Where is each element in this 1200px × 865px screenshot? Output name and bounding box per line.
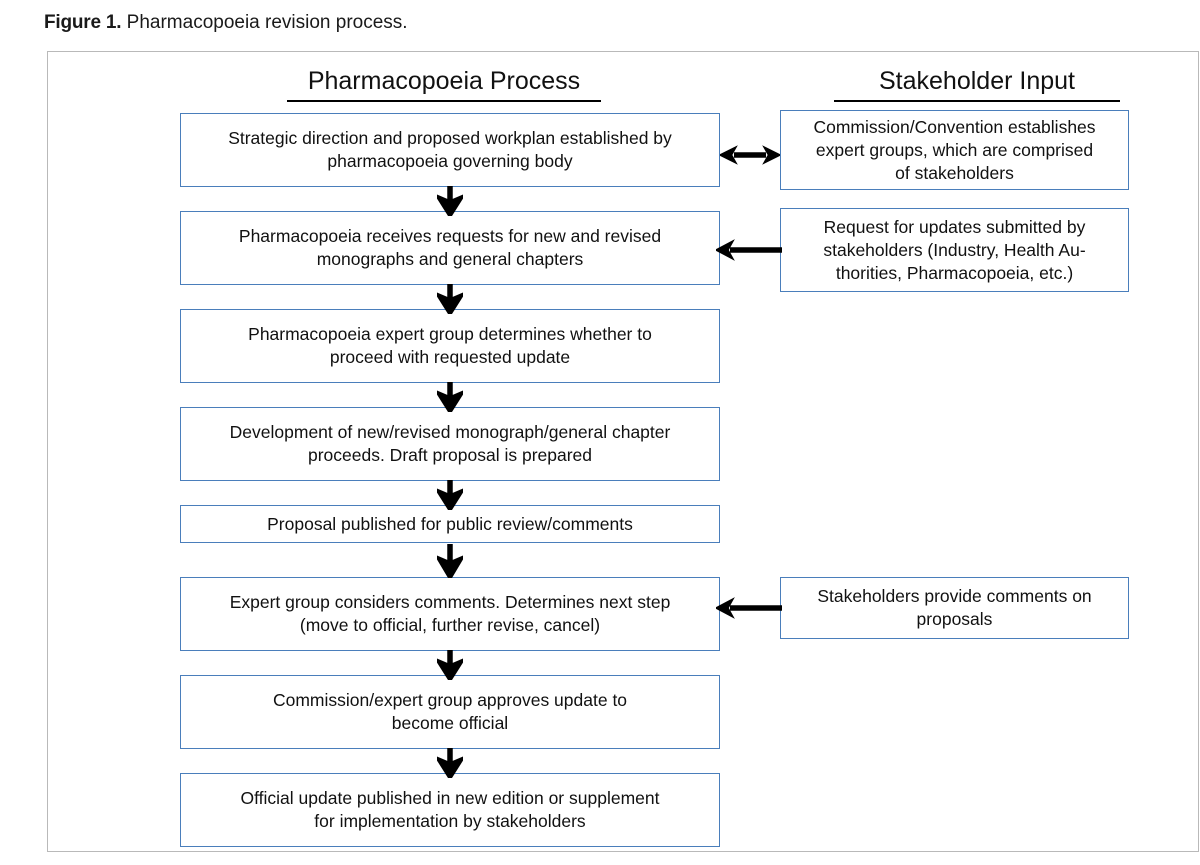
column-header-left-underline: [287, 100, 601, 102]
figure-frame: Pharmacopoeia Process Stakeholder Input …: [47, 51, 1199, 852]
arrow-double-p1-s1: [720, 142, 780, 168]
process-box-8-line1: Official update published in new edition…: [240, 788, 660, 808]
column-header-stakeholder-input: Stakeholder Input: [834, 66, 1120, 102]
arrow-left-s3-p6: [716, 595, 782, 621]
stakeholder-box-1-line3: of stakeholders: [895, 162, 1014, 183]
stakeholder-box-1[interactable]: Commission/Convention establishes expert…: [780, 110, 1129, 190]
process-box-7-line2: become official: [391, 713, 509, 733]
arrow-down-3-to-4: [437, 382, 463, 412]
process-box-6[interactable]: Expert group considers comments. Determi…: [180, 577, 720, 651]
process-box-1[interactable]: Strategic direction and proposed workpla…: [180, 113, 720, 187]
column-header-left-label: Pharmacopoeia Process: [307, 67, 581, 95]
process-box-2[interactable]: Pharmacopoeia receives requests for new …: [180, 211, 720, 285]
process-box-5[interactable]: Proposal published for public review/com…: [180, 505, 720, 543]
process-box-3-line2: proceed with requested update: [329, 347, 571, 367]
stakeholder-box-2-line2: stakeholders (Industry, Health Au-: [823, 239, 1086, 260]
arrow-down-6-to-7: [437, 650, 463, 680]
column-header-right-underline: [834, 100, 1120, 102]
process-box-8-line2: for implementation by stakeholders: [314, 811, 586, 831]
arrow-down-2-to-3: [437, 284, 463, 314]
arrow-down-4-to-5: [437, 480, 463, 510]
process-box-4-line1: Development of new/revised monograph/gen…: [229, 422, 671, 442]
process-box-2-line2: monographs and general chapters: [316, 249, 584, 269]
process-box-4-line2: proceeds. Draft proposal is prepared: [307, 445, 593, 465]
process-box-7[interactable]: Commission/expert group approves update …: [180, 675, 720, 749]
process-box-1-line1: Strategic direction and proposed workpla…: [228, 128, 672, 148]
arrow-down-5-to-6: [437, 544, 463, 578]
stakeholder-box-2-line3: thorities, Pharmacopoeia, etc.): [835, 262, 1074, 283]
process-box-6-line1: Expert group considers comments. Determi…: [229, 592, 671, 612]
figure-caption-label: Figure 1.: [44, 12, 122, 33]
process-box-7-line1: Commission/expert group approves update …: [272, 690, 628, 710]
arrow-left-s2-p2: [716, 237, 782, 263]
stakeholder-box-3[interactable]: Stakeholders provide comments on proposa…: [780, 577, 1129, 639]
stakeholder-box-1-line2: expert groups, which are comprised: [815, 139, 1094, 160]
process-box-6-line2: (move to official, further revise, cance…: [299, 615, 601, 635]
process-box-3[interactable]: Pharmacopoeia expert group determines wh…: [180, 309, 720, 383]
stakeholder-box-2-line1: Request for updates submitted by: [823, 216, 1086, 237]
process-box-2-line1: Pharmacopoeia receives requests for new …: [238, 226, 662, 246]
column-header-right-label: Stakeholder Input: [879, 67, 1075, 95]
arrow-down-1-to-2: [437, 186, 463, 216]
stakeholder-box-3-line2: proposals: [916, 609, 993, 629]
figure-caption-text: Pharmacopoeia revision process.: [121, 12, 408, 33]
process-box-5-line1: Proposal published for public review/com…: [267, 513, 633, 534]
figure-caption: Figure 1. Pharmacopoeia revision process…: [44, 10, 408, 36]
stakeholder-box-1-line1: Commission/Convention establishes: [813, 116, 1096, 137]
column-header-pharmacopoeia-process: Pharmacopoeia Process: [287, 66, 601, 102]
process-box-8[interactable]: Official update published in new edition…: [180, 773, 720, 847]
process-box-4[interactable]: Development of new/revised monograph/gen…: [180, 407, 720, 481]
process-box-3-line1: Pharmacopoeia expert group determines wh…: [248, 324, 652, 344]
stakeholder-box-3-line1: Stakeholders provide comments on: [817, 586, 1092, 606]
arrow-down-7-to-8: [437, 748, 463, 778]
process-box-1-line2: pharmacopoeia governing body: [327, 151, 573, 171]
stakeholder-box-2[interactable]: Request for updates submitted by stakeho…: [780, 208, 1129, 292]
